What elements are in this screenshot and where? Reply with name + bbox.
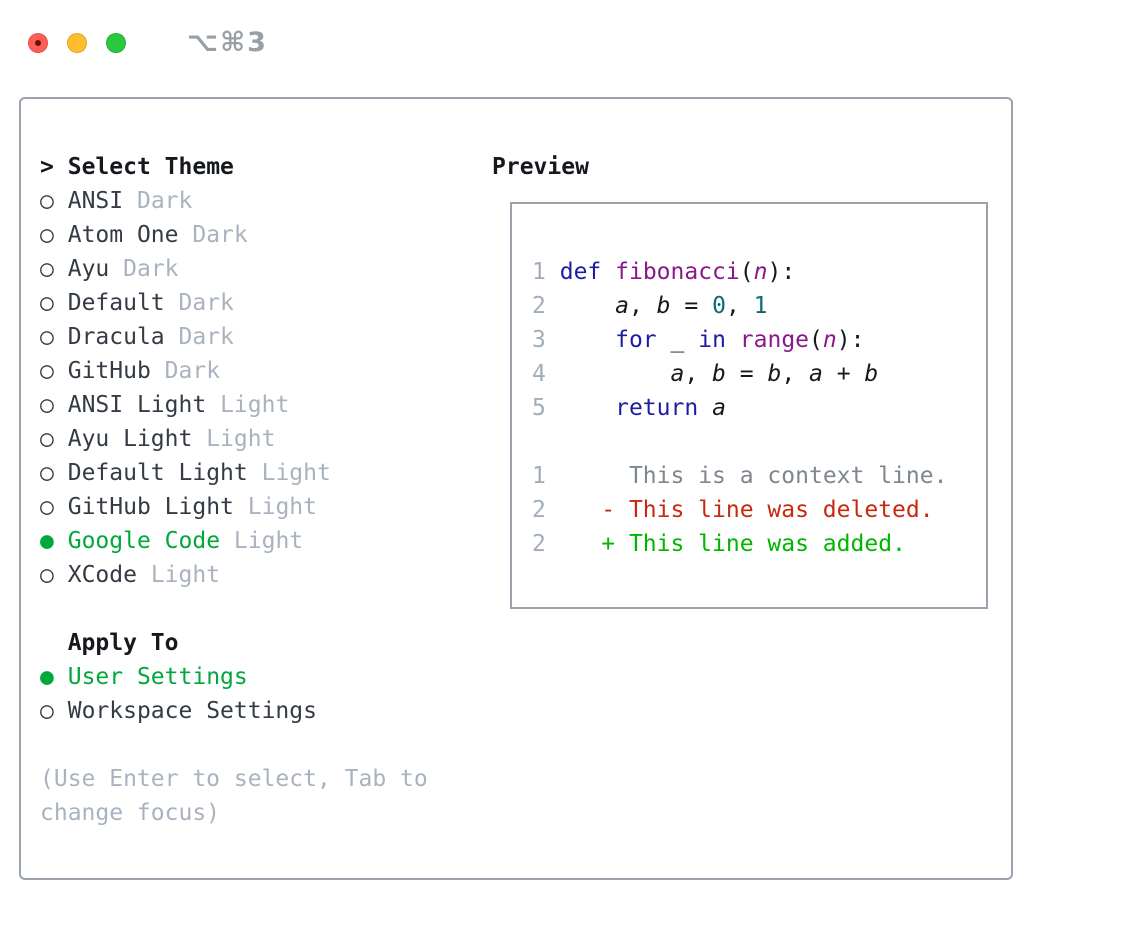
titlebar: ⌥⌘3 — [28, 27, 268, 58]
unselected-radio-icon: ○ — [40, 426, 54, 452]
apply-to-header: Apply To — [67, 630, 179, 656]
theme-name: GitHub Light — [67, 494, 234, 520]
preview-line: 5 return a — [532, 395, 726, 421]
theme-name: Google Code — [67, 528, 221, 554]
preview-blank-line — [532, 221, 986, 255]
unselected-radio-icon: ○ — [40, 460, 54, 486]
theme-name: Dracula — [67, 324, 165, 350]
theme-variant: Light — [261, 460, 331, 486]
theme-name: Default — [67, 290, 165, 316]
theme-variant: Light — [220, 392, 290, 418]
close-button[interactable] — [28, 32, 48, 53]
spacer — [40, 592, 486, 626]
preview-line: 2 - This line was deleted. — [532, 497, 934, 523]
theme-option-github-light[interactable]: ○ GitHub Light Light — [40, 490, 486, 524]
theme-name: ANSI — [67, 188, 124, 214]
unselected-radio-icon: ○ — [40, 392, 54, 418]
unselected-radio-icon: ○ — [40, 188, 54, 214]
apply-option-label: User Settings — [67, 664, 248, 690]
theme-variant: Dark — [178, 324, 234, 350]
unselected-radio-icon: ○ — [40, 494, 54, 520]
selected-radio-icon: ● — [40, 528, 54, 554]
theme-variant: Dark — [136, 188, 193, 214]
theme-variant: Light — [233, 528, 304, 554]
unselected-radio-icon: ○ — [40, 222, 54, 248]
preview-line: 1 def fibonacci(n): — [532, 259, 796, 285]
theme-name: Ayu Light — [67, 426, 193, 452]
preview-line: 3 for _ in range(n): — [532, 327, 865, 353]
theme-option-dracula[interactable]: ○ Dracula Dark — [40, 320, 486, 354]
spacer — [40, 728, 486, 762]
theme-option-default[interactable]: ○ Default Dark — [40, 286, 486, 320]
theme-option-xcode[interactable]: ○ XCode Light — [40, 558, 486, 592]
theme-variant: Light — [206, 426, 276, 452]
theme-name: Ayu — [67, 256, 110, 282]
theme-name: ANSI Light — [67, 392, 207, 418]
apply-option-user-settings[interactable]: ● User Settings — [40, 660, 486, 694]
theme-list: ○ ANSI Dark○ Atom One Dark○ Ayu Dark○ De… — [40, 184, 486, 592]
apply-to-list: ● User Settings○ Workspace Settings — [40, 660, 486, 728]
theme-name: Default Light — [67, 460, 248, 486]
unselected-radio-icon: ○ — [40, 562, 54, 588]
unselected-radio-icon: ○ — [40, 290, 54, 316]
theme-variant: Dark — [164, 358, 221, 384]
theme-variant: Dark — [192, 222, 248, 248]
zoom-button[interactable] — [106, 32, 126, 53]
unselected-radio-icon: ○ — [40, 698, 54, 724]
theme-option-ansi[interactable]: ○ ANSI Dark — [40, 184, 486, 218]
apply-option-label: Workspace Settings — [67, 698, 317, 724]
select-theme-header: > Select Theme — [40, 150, 486, 184]
prompt-icon: > — [40, 154, 54, 180]
theme-variant: Light — [247, 494, 317, 520]
window-title: ⌥⌘3 — [187, 27, 268, 58]
theme-name: XCode — [67, 562, 137, 588]
minimize-button[interactable] — [67, 32, 87, 53]
apply-option-workspace-settings[interactable]: ○ Workspace Settings — [40, 694, 486, 728]
theme-option-ayu[interactable]: ○ Ayu Dark — [40, 252, 486, 286]
theme-picker-panel: > Select Theme ○ ANSI Dark○ Atom One Dar… — [19, 97, 1013, 880]
select-theme-title: Select Theme — [67, 154, 234, 180]
theme-variant: Dark — [178, 290, 234, 316]
unselected-radio-icon: ○ — [40, 256, 54, 282]
selected-radio-icon: ● — [40, 664, 54, 690]
preview-title: Preview — [492, 154, 589, 180]
preview-line: 4 a, b = b, a + b — [532, 361, 879, 387]
preview-line: 2 + This line was added. — [532, 531, 906, 557]
theme-selector: > Select Theme ○ ANSI Dark○ Atom One Dar… — [40, 150, 486, 830]
theme-option-google-code[interactable]: ● Google Code Light — [40, 524, 486, 558]
preview-line: 2 a, b = 0, 1 — [532, 293, 768, 319]
theme-name: Atom One — [67, 222, 179, 248]
theme-option-atom-one[interactable]: ○ Atom One Dark — [40, 218, 486, 252]
theme-option-ansi-light[interactable]: ○ ANSI Light Light — [40, 388, 486, 422]
preview-box: 1 def fibonacci(n): 2 a, b = 0, 1 3 for _ … — [510, 202, 988, 609]
theme-option-github[interactable]: ○ GitHub Dark — [40, 354, 486, 388]
preview-line: 1 This is a context line. — [532, 463, 948, 489]
theme-variant: Dark — [123, 256, 179, 282]
theme-variant: Light — [150, 562, 221, 588]
preview-blank-line — [532, 425, 986, 459]
help-text: (Use Enter to select, Tab to change focu… — [40, 766, 428, 826]
unselected-radio-icon: ○ — [40, 324, 54, 350]
theme-option-ayu-light[interactable]: ○ Ayu Light Light — [40, 422, 486, 456]
unselected-radio-icon: ○ — [40, 358, 54, 384]
theme-option-default-light[interactable]: ○ Default Light Light — [40, 456, 486, 490]
theme-name: GitHub — [67, 358, 151, 384]
